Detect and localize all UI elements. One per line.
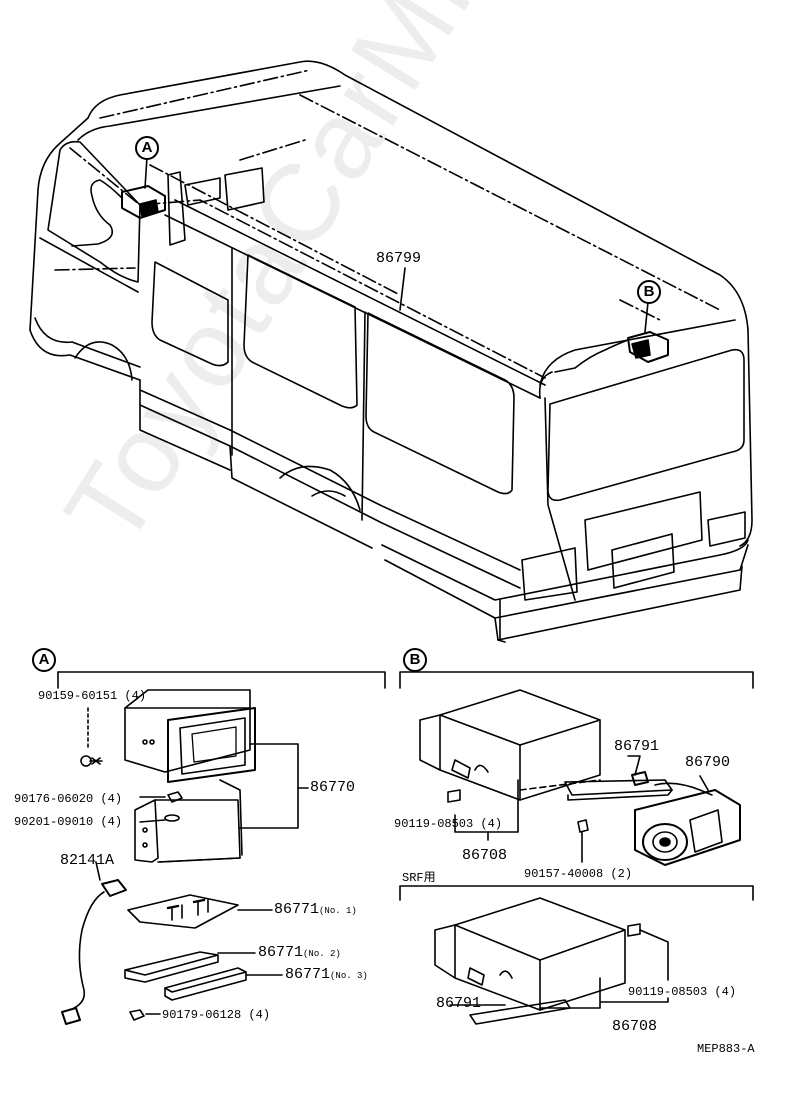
label-86799: 86799 — [376, 250, 422, 267]
label-srf-bolt-90119: 90119-08503 (4) — [628, 985, 737, 999]
label-washer-90201: 90201-09010 (4) — [14, 815, 123, 829]
bracket-86771-no2-note: (No. 2) — [303, 949, 341, 959]
leader-callout-a — [144, 156, 148, 189]
section-b-marker: B — [403, 648, 427, 672]
section-b-drawing — [399, 671, 754, 866]
srf-drawing — [399, 885, 754, 1025]
label-bracket-86771-no1: 86771(No. 1) — [274, 902, 357, 919]
label-bracket-86791: 86791 — [614, 738, 660, 755]
harness-route-86799 — [54, 69, 721, 379]
label-srf-unit-86708: 86708 — [612, 1018, 658, 1035]
leader-86799 — [399, 267, 406, 311]
label-camera-86790: 86790 — [685, 754, 731, 771]
callout-b-marker: B — [637, 280, 661, 304]
bracket-86771-no2-number: 86771 — [258, 944, 304, 961]
label-bolt-90119: 90119-08503 (4) — [394, 817, 503, 831]
bracket-86771-no1-number: 86771 — [274, 901, 320, 918]
callout-a-marker: A — [135, 136, 159, 160]
bracket-86771-no3-note: (No. 3) — [330, 971, 368, 981]
label-unit-86708: 86708 — [462, 847, 508, 864]
section-a-drawing — [57, 671, 386, 1025]
label-srf-bracket-86791: 86791 — [436, 995, 482, 1012]
label-bracket-86771-no3: 86771(No. 3) — [285, 967, 368, 984]
section-a-marker: A — [32, 648, 56, 672]
label-screw-90159: 90159-60151 (4) — [38, 689, 147, 703]
bracket-86771-no3-number: 86771 — [285, 966, 331, 983]
diagram-code: MEP883-A — [697, 1042, 755, 1056]
srf-section-title: SRF用 — [402, 871, 436, 885]
label-nut-90176: 90176-06020 (4) — [14, 792, 123, 806]
label-bracket-86771-no2: 86771(No. 2) — [258, 945, 341, 962]
van-body-illustration — [29, 60, 753, 643]
label-bolt-90179: 90179-06128 (4) — [162, 1008, 271, 1022]
label-wire-82141a: 82141A — [60, 852, 115, 869]
label-clip-90157: 90157-40008 (2) — [524, 867, 633, 881]
bracket-86771-no1-note: (No. 1) — [319, 906, 357, 916]
label-unit-86770: 86770 — [310, 779, 356, 796]
leader-callout-b — [644, 301, 649, 333]
